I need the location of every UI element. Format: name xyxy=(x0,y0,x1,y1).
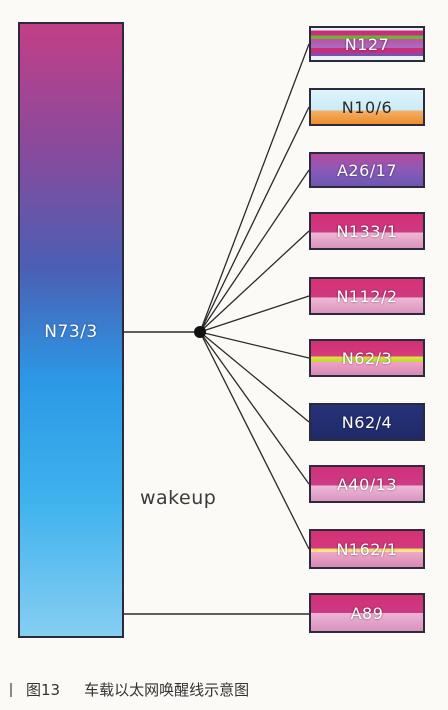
node-label: N133/1 xyxy=(336,221,398,241)
node-n162-1: N162/1 xyxy=(309,529,425,569)
main-unit-label: N73/3 xyxy=(44,322,98,342)
node-label: N62/3 xyxy=(341,348,393,368)
node-label: N62/4 xyxy=(341,412,393,432)
node-label: A89 xyxy=(350,603,384,623)
node-n127: N127 xyxy=(309,26,425,62)
node-label: N10/6 xyxy=(341,97,393,117)
wakeup-label: wakeup xyxy=(140,487,217,509)
branch-line-n162-1 xyxy=(199,331,310,550)
branch-line-a26-17 xyxy=(199,169,310,333)
branch-line-n112-2 xyxy=(199,295,310,333)
branch-line-n62-4 xyxy=(199,331,310,423)
caption-text: 车载以太网唤醒线示意图 xyxy=(84,681,250,699)
node-label: A40/13 xyxy=(336,474,398,494)
branch-line-n127 xyxy=(199,43,310,333)
node-label: N112/2 xyxy=(336,286,398,306)
node-n62-4: N62/4 xyxy=(309,403,425,441)
main-unit-block: N73/3 xyxy=(18,22,124,638)
branch-line-n10-6 xyxy=(199,106,310,333)
caption-number: 图13 xyxy=(26,681,61,699)
branch-line-n62-3 xyxy=(199,331,310,359)
node-label: N127 xyxy=(344,34,390,54)
junction-dot xyxy=(194,326,206,338)
node-label: A26/17 xyxy=(336,160,398,180)
node-a26-17: A26/17 xyxy=(309,152,425,188)
branch-line-a40-13 xyxy=(199,331,310,485)
node-n133-1: N133/1 xyxy=(309,212,425,250)
caption-marker xyxy=(10,682,12,697)
node-a89: A89 xyxy=(309,593,425,633)
node-a40-13: A40/13 xyxy=(309,465,425,503)
node-n112-2: N112/2 xyxy=(309,277,425,315)
figure-caption: 图13 车载以太网唤醒线示意图 xyxy=(10,679,249,700)
node-label: N162/1 xyxy=(336,539,398,559)
branch-line-n133-1 xyxy=(199,230,310,333)
node-n62-3: N62/3 xyxy=(309,339,425,377)
node-n10-6: N10/6 xyxy=(309,88,425,126)
